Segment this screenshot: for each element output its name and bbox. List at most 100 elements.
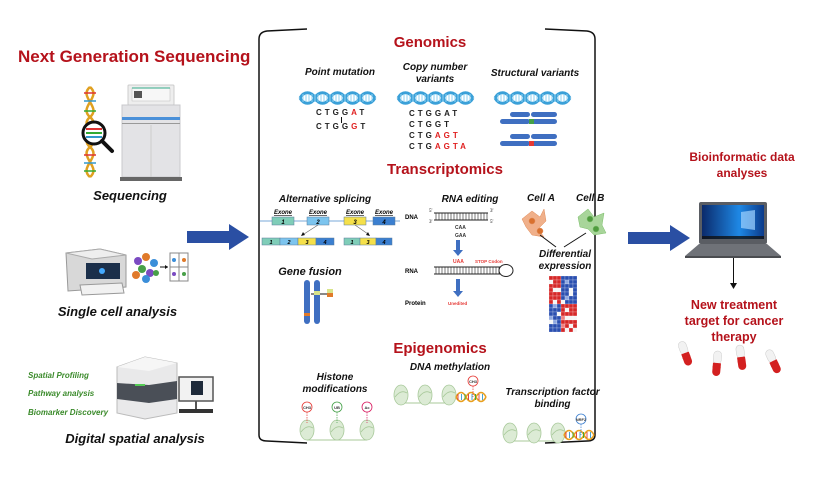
heatmap-cell	[568, 275, 574, 281]
pills-illustration	[678, 341, 781, 376]
pill-icon	[765, 349, 781, 374]
nucleosome-icon	[441, 384, 457, 406]
base: G	[332, 108, 342, 117]
heatmap-cell	[564, 275, 570, 281]
heatmap-cell	[548, 323, 554, 329]
alt-splicing-label: Alternative splicing	[278, 194, 372, 205]
heatmap-cell	[564, 307, 570, 313]
cnv-sequence: CTGGT	[409, 120, 452, 129]
cell-a-icon	[521, 208, 547, 238]
gene-fusion-label: Gene fusion	[278, 266, 342, 278]
heatmap-cell	[552, 319, 558, 325]
cnv-sequence: CTGAGTA	[409, 142, 469, 151]
heatmap-cell	[568, 311, 574, 317]
heatmap-cell	[564, 287, 570, 293]
base: T	[324, 108, 333, 117]
copy-number-label-line1: Copy number	[402, 62, 468, 73]
heatmap-cell	[552, 307, 558, 313]
svg-text:3: 3	[366, 240, 369, 246]
base: A	[351, 108, 360, 117]
nucleosome-icon	[417, 384, 433, 406]
digital-spatial-label: Digital spatial analysis	[65, 431, 205, 446]
heatmap-cell	[564, 295, 570, 301]
tf-binding-label: Transcription factor binding	[500, 387, 605, 411]
heatmap-cell	[568, 279, 574, 285]
heatmap-cell	[572, 291, 578, 297]
ngs-title: Next Generation Sequencing	[18, 47, 251, 66]
svg-text:1: 1	[269, 240, 272, 246]
five-prime-label: 5'	[429, 209, 433, 214]
heatmap-cell	[552, 299, 558, 305]
treatment-line1: New treatment	[690, 298, 778, 312]
heatmap-cell	[568, 291, 574, 297]
heatmap-cell	[568, 327, 574, 333]
rna-label: RNA	[405, 269, 419, 275]
heatmap-cell	[548, 307, 554, 313]
dna-helix-icon	[493, 91, 572, 105]
svg-text:Ac: Ac	[364, 405, 370, 410]
heatmap-cell	[556, 295, 562, 301]
heatmap-cell	[552, 311, 558, 317]
nucleosome-icon	[393, 384, 409, 406]
base: C	[316, 108, 325, 117]
heatmap-cell	[572, 295, 578, 301]
spatial-feature: Pathway analysis	[28, 389, 95, 398]
histone-label-line2: modifications	[302, 384, 368, 395]
single-cell-label: Single cell analysis	[57, 304, 178, 319]
heatmap-cell	[564, 319, 570, 325]
svg-text:4: 4	[322, 240, 326, 246]
cnv-sequence: CTGAGT	[409, 131, 461, 140]
diff-expression-line2: expression	[538, 261, 592, 272]
treatment-line2: target for cancer	[684, 314, 784, 328]
base: G	[341, 122, 352, 131]
spatial-feature: Spatial Profiling	[28, 371, 89, 380]
exon-4	[372, 216, 396, 226]
heatmap-cell	[556, 299, 562, 305]
heatmap-cell	[572, 319, 578, 325]
heatmap-cell	[564, 311, 570, 317]
base: G	[351, 122, 361, 131]
heatmap-cell	[572, 311, 578, 317]
base: G	[341, 108, 352, 117]
sequence-after: CTGGGT	[316, 122, 368, 131]
transcriptomics-title: Transcriptomics	[387, 161, 503, 178]
base: T	[360, 122, 369, 131]
heatmap-cell	[560, 323, 566, 329]
gene-fusion-chromosome-icon	[304, 280, 333, 324]
heatmap-cell	[552, 327, 558, 333]
genomics-title: Genomics	[393, 34, 467, 51]
heatmap-cell	[548, 303, 554, 309]
heatmap-cell	[564, 303, 570, 309]
heatmap-cell	[548, 287, 554, 293]
heatmap-cell	[556, 283, 562, 289]
svg-text:3: 3	[305, 240, 308, 246]
copy-number-label: Copy number variants	[395, 62, 475, 86]
codon-caa: CAA	[455, 225, 466, 231]
heatmap-cell	[556, 291, 562, 297]
pill-icon	[712, 350, 722, 376]
heatmap-cell	[552, 295, 558, 301]
heatmap-cell	[572, 323, 578, 329]
heatmap-cell	[572, 283, 578, 289]
diff-expression-line1: Differential	[538, 249, 592, 260]
svg-text:CH3: CH3	[303, 405, 312, 410]
heatmap-cell	[560, 311, 566, 317]
heatmap-cell	[564, 323, 570, 329]
svg-text:Exone: Exone	[346, 210, 365, 216]
arrow-right-icon	[187, 224, 249, 250]
rna-editing-label: RNA editing	[441, 194, 499, 205]
mutation-arrow	[341, 117, 342, 123]
heatmap-cell	[560, 275, 566, 281]
codon-gaa: GAA	[455, 233, 467, 239]
heatmap-cell	[564, 299, 570, 305]
nucleosome-icon	[526, 422, 542, 444]
three-prime-label: 3'	[429, 220, 433, 225]
tf-binding-label-line2: binding	[534, 399, 571, 410]
heatmap-cell	[564, 283, 570, 289]
arrow-right-icon	[628, 225, 690, 251]
heatmap-cell	[568, 299, 574, 305]
heatmap-cell	[572, 303, 578, 309]
heatmap-cell	[552, 275, 558, 281]
svg-text:Exone: Exone	[274, 210, 293, 216]
bracket-frame	[258, 28, 596, 444]
